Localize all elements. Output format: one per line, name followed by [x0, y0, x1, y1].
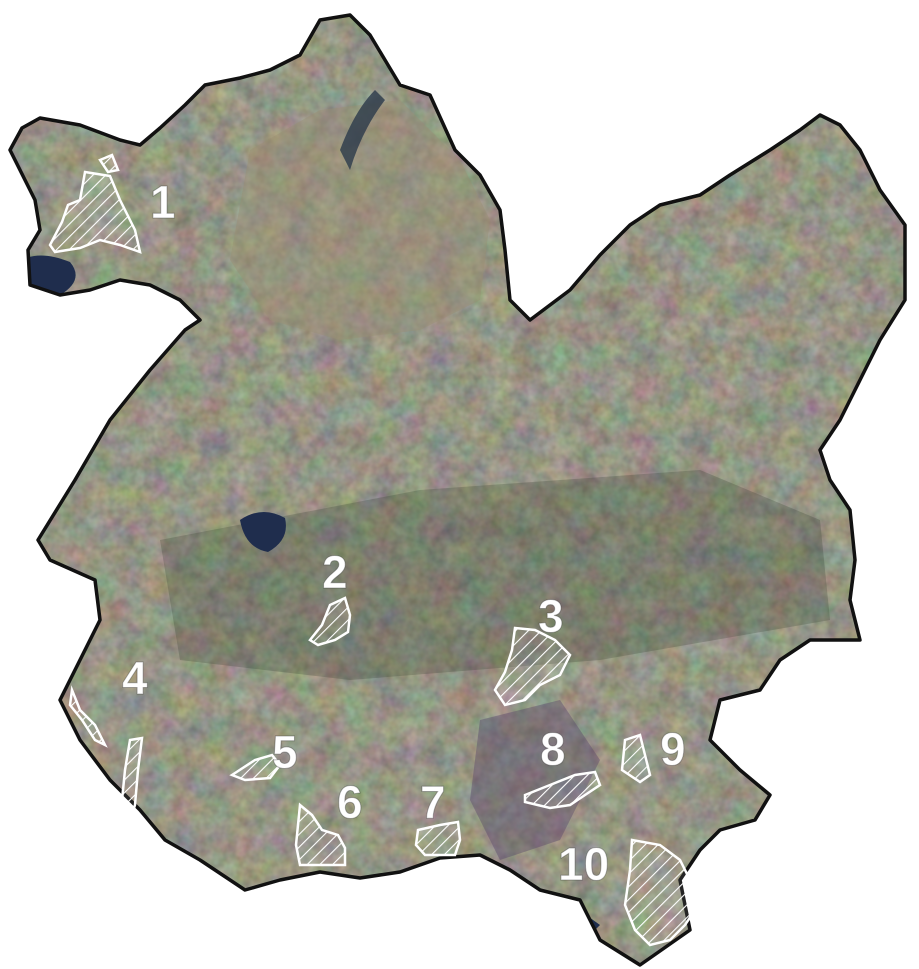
zone-label-2: 2 — [322, 546, 348, 598]
zone-label-4: 4 — [122, 652, 148, 704]
zone-label-6: 6 — [337, 776, 363, 828]
zone-shape-1 — [48, 170, 142, 254]
zone-label-7: 7 — [420, 776, 446, 828]
zone-label-8: 8 — [540, 723, 566, 775]
zone-label-5: 5 — [272, 726, 298, 778]
zone-labels: 1 2 3 4 5 6 7 8 9 10 — [122, 176, 687, 891]
zone-shape-1b — [98, 153, 120, 174]
zone-shape-8 — [523, 770, 602, 810]
zone-shape-9 — [620, 733, 652, 784]
zone-shapes — [48, 153, 697, 947]
zone-shape-7 — [414, 820, 462, 857]
zone-shape-4 — [68, 685, 108, 748]
purple-area — [470, 700, 600, 860]
zone-shape-6 — [294, 802, 347, 867]
zone-shape-3 — [493, 626, 572, 707]
zone-shape-4b — [120, 736, 144, 824]
river-valley — [340, 90, 385, 170]
zone-label-1: 1 — [150, 176, 176, 228]
zone-shape-10 — [623, 838, 697, 947]
zone-label-10: 10 — [558, 838, 609, 890]
zone-label-9: 9 — [660, 723, 686, 775]
zone-label-3: 3 — [538, 590, 564, 642]
lake-center — [240, 511, 286, 552]
zone-shape-2 — [308, 596, 352, 647]
zone-shape-5 — [229, 753, 282, 782]
urban-area — [230, 100, 490, 340]
